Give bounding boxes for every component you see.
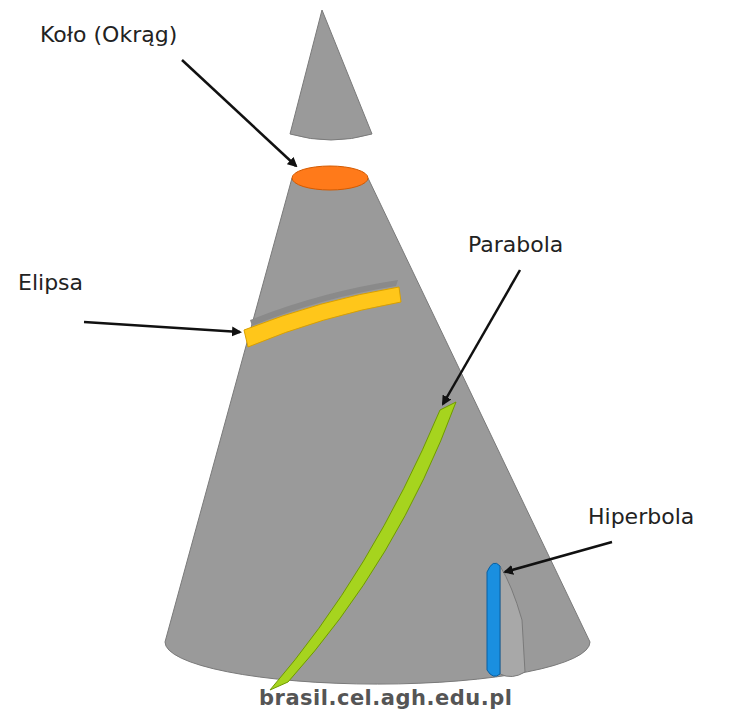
ellipse-section [244, 287, 401, 347]
cone-body [165, 178, 590, 684]
leader-arrow [505, 542, 612, 572]
leader-arrow [84, 322, 240, 332]
watermark: brasil.cel.agh.edu.pl [259, 686, 512, 711]
section-label: Parabola [468, 232, 563, 258]
circle-section [292, 166, 368, 190]
section-label: Hiperbola [588, 504, 694, 530]
section-label: Elipsa [18, 270, 83, 296]
hyperbola-section [487, 563, 500, 676]
leader-arrow [182, 60, 296, 166]
leader-arrow [443, 270, 520, 404]
parabola-section [270, 402, 456, 690]
cut-piece [500, 566, 525, 677]
cone-tip [290, 10, 372, 140]
section-label: Koło (Okrąg) [40, 22, 177, 48]
